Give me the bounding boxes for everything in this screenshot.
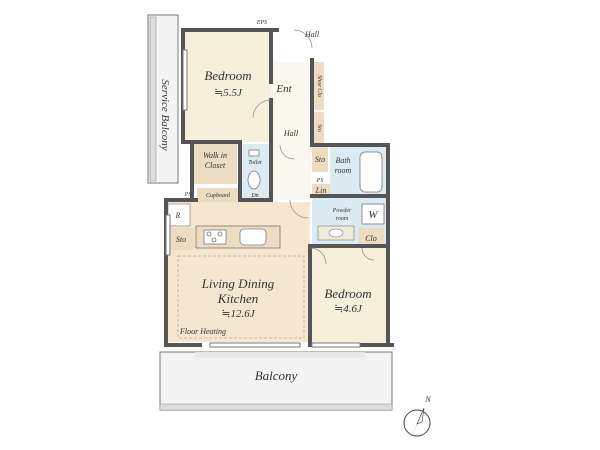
- toilet-label: Toilet: [248, 160, 262, 166]
- lin-label: Lin: [315, 186, 327, 195]
- ldk-size: ≒12.6J: [221, 308, 255, 320]
- ldk-name-line2: Kitchen: [217, 291, 258, 306]
- ps-label-1: PS: [316, 178, 324, 184]
- toilet-fixture: [247, 170, 261, 190]
- toilet-tank: [248, 149, 260, 157]
- windows: [165, 49, 361, 348]
- sto-label-1: Sto: [316, 124, 322, 132]
- burner: [206, 231, 212, 237]
- balcony-step: [195, 352, 365, 358]
- dn-label: Dn: [250, 193, 258, 199]
- compass-ring: [403, 409, 431, 437]
- lin-storage: [312, 184, 330, 196]
- door-swings: [252, 29, 375, 265]
- service-balcony-rail: [149, 16, 157, 182]
- r-label: R: [175, 211, 181, 220]
- stove: [203, 229, 227, 245]
- bedroom-1-name: Bedroom: [204, 68, 251, 83]
- ent-label: Ent: [275, 83, 292, 95]
- walls: [164, 28, 394, 347]
- washer-area: [361, 203, 385, 225]
- walk-in-closet-label-1: Walk in: [203, 151, 227, 160]
- powder-room-label-1: Powder: [332, 208, 352, 214]
- balcony-label: Balcony: [255, 368, 298, 383]
- cupboard-area: [197, 188, 239, 202]
- bedroom-2-area: [310, 248, 387, 343]
- hall-top-label: Hall: [304, 30, 320, 39]
- sto-label-2: Sto: [315, 155, 325, 164]
- bathroom-label-1: Bath: [335, 156, 350, 165]
- bedroom-1-area: [183, 32, 271, 142]
- sto-mid: [312, 112, 324, 144]
- cupboard-label: Cupboard: [206, 193, 231, 199]
- hall-mid-label: Hall: [283, 129, 299, 138]
- burner: [217, 231, 223, 237]
- bedroom-2-size: ≒4.6J: [334, 303, 363, 315]
- ps-label-2: PS: [184, 192, 192, 198]
- compass: N: [403, 395, 431, 437]
- sto-label-3: Sto: [176, 235, 186, 244]
- ldk-name-line1: Living Dining: [201, 276, 275, 291]
- vanity-sink: [328, 228, 344, 238]
- shoe-closet: [312, 62, 324, 110]
- washer-label: W: [368, 209, 378, 221]
- walk-in-closet-area: [193, 144, 237, 184]
- compass-needle-tail: [416, 407, 425, 425]
- powder-room-label-2: room: [336, 216, 349, 222]
- service-balcony-label: Service Balcony: [159, 79, 171, 150]
- kitchen-sink: [239, 228, 267, 246]
- compass-north-label: N: [424, 395, 431, 404]
- bedroom-1-size: ≒5.5J: [214, 87, 243, 99]
- hall-top: [277, 22, 311, 62]
- walk-in-closet-label-2: Closet: [205, 161, 226, 170]
- bathroom-label-2: room: [335, 166, 352, 175]
- burner: [211, 237, 217, 243]
- clo-label: Clo: [365, 234, 377, 243]
- eps-label: EPS: [256, 20, 267, 26]
- balcony-rail: [159, 403, 393, 411]
- bathtub: [359, 151, 383, 193]
- balcony-area: [159, 351, 393, 411]
- clo-storage: [358, 228, 384, 248]
- bedroom-2-name: Bedroom: [324, 286, 371, 301]
- shoe-closet-label: Shoe Clo: [316, 75, 322, 97]
- floor-heating-label: Floor Heating: [179, 327, 226, 336]
- sto-kitchen: [168, 228, 194, 250]
- ldk-floor-heating-zone: [177, 255, 305, 339]
- sto-bath: [312, 146, 328, 172]
- hall-corridor: [271, 60, 311, 200]
